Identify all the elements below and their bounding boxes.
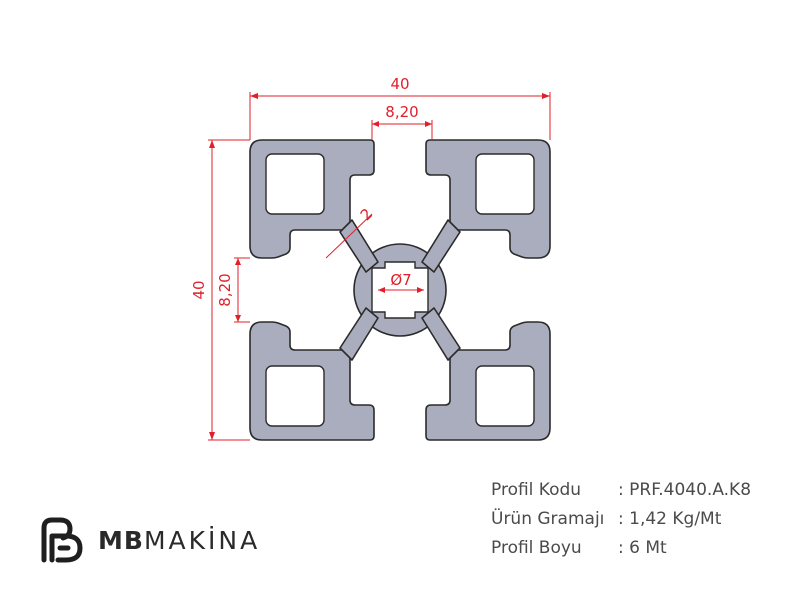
spec-value: : PRF.4040.A.K8 [618, 479, 752, 500]
dim-slot-top: 8,20 [385, 103, 418, 121]
spec-label: Profil Kodu [491, 479, 582, 500]
spec-label: Profil Boyu [491, 537, 582, 558]
dim-wall: 2 [357, 205, 376, 224]
brand-name-bold: MB [98, 525, 144, 555]
brand-logo: MB MAKİNA [38, 514, 260, 566]
spec-table: Profil Kodu : PRF.4040.A.K8 Ürün Gramajı… [491, 475, 751, 562]
dim-overall-height: 40 [190, 280, 208, 299]
hollow-top-left [265, 153, 325, 215]
brand-name-light: MAKİNA [143, 525, 261, 555]
spec-row-weight: Ürün Gramajı : 1,42 Kg/Mt [491, 504, 751, 533]
dim-slot-left: 8,20 [216, 273, 234, 306]
dimensions [208, 92, 551, 441]
profile-drawing: 40 8,20 40 8,20 2 Ø7 [190, 75, 551, 441]
hollow-top-right [475, 153, 535, 215]
spec-row-code: Profil Kodu : PRF.4040.A.K8 [491, 475, 751, 504]
hollow-bottom-right [475, 365, 535, 427]
spec-value: : 6 Mt [618, 537, 667, 558]
profile-web-bl [339, 307, 379, 361]
profile-web-br [421, 307, 461, 361]
mb-logo-icon [41, 517, 83, 563]
hollow-bottom-left [265, 365, 325, 427]
dim-bore: Ø7 [390, 271, 411, 289]
spec-row-length: Profil Boyu : 6 Mt [491, 533, 751, 562]
profile-hollows [265, 153, 535, 427]
profile-web-tl [339, 219, 379, 273]
spec-label: Ürün Gramajı [491, 508, 605, 529]
spec-value: : 1,42 Kg/Mt [618, 508, 722, 529]
dim-overall-width: 40 [390, 75, 409, 93]
brand-name: MB MAKİNA [98, 526, 260, 555]
profile-web-tr [421, 219, 461, 273]
